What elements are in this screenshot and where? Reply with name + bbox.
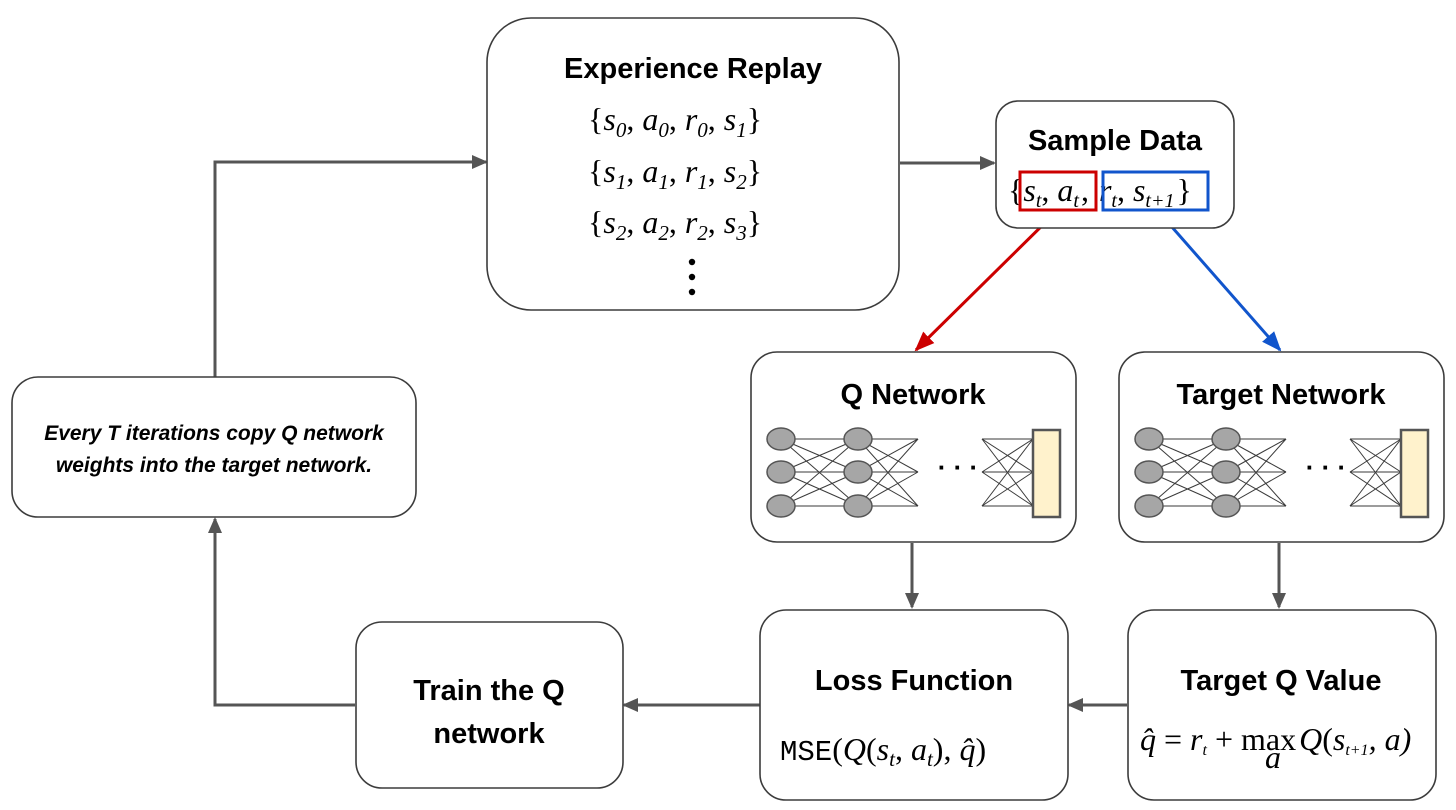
vertical-ellipsis-icon bbox=[688, 258, 696, 296]
copy-weights-box: Every T iterations copy Q network weight… bbox=[11, 376, 417, 518]
q-network-node bbox=[843, 460, 873, 484]
arrow-state-action-to-qnet bbox=[914, 208, 1060, 352]
q-network-edge bbox=[857, 438, 919, 507]
copy-note-line-1: Every T iterations copy Q network bbox=[44, 422, 385, 445]
arrow-note-to-replay bbox=[213, 155, 488, 377]
replay-tuple-row: {s2, a2, r2, s3} bbox=[588, 204, 762, 245]
connectors bbox=[208, 155, 1286, 712]
q-network-edge bbox=[981, 471, 1034, 507]
sample-data-box: Sample Data {st, at, rt, st+1} bbox=[995, 100, 1235, 229]
loss-function-title: Loss Function bbox=[815, 665, 1013, 697]
target-network-edge bbox=[1225, 438, 1287, 507]
q-network-output-layer bbox=[1031, 428, 1062, 519]
q-network-node bbox=[766, 427, 796, 451]
arrow-train-to-note bbox=[208, 517, 355, 707]
target-network-title: Target Network bbox=[1177, 379, 1387, 411]
copy-note-line-2: weights into the target network. bbox=[56, 454, 372, 477]
target-q-max-subscript: a bbox=[1265, 739, 1281, 775]
train-q-network-box: Train the Q network bbox=[355, 621, 624, 789]
train-line-1: Train the Q bbox=[413, 675, 564, 707]
loss-function-box: Loss Function MSE(Q(st, at), q̂) bbox=[759, 609, 1069, 801]
target-network-edge bbox=[1349, 438, 1402, 473]
target-network-edge bbox=[1148, 438, 1227, 507]
sample-data-frame bbox=[995, 100, 1235, 229]
q-network-graphic bbox=[766, 427, 1062, 519]
target-q-value-frame bbox=[1127, 609, 1437, 801]
replay-tuple-row: {s0, a0, r0, s1} bbox=[588, 101, 762, 142]
target-network-node bbox=[1211, 427, 1241, 451]
target-q-value-title: Target Q Value bbox=[1181, 665, 1382, 697]
target-network-node bbox=[1134, 427, 1164, 451]
target-network-edge bbox=[1349, 438, 1402, 507]
q-network-node bbox=[766, 460, 796, 484]
target-network-edge bbox=[1349, 471, 1402, 507]
target-network-node bbox=[1134, 494, 1164, 518]
target-network-node bbox=[1134, 460, 1164, 484]
target-q-value-box: Target Q Value q̂ = rt + maxQ(st+1, a) a bbox=[1127, 609, 1437, 801]
reward-next-state-highlight bbox=[1101, 170, 1210, 212]
target-network-graphic bbox=[1134, 427, 1430, 519]
q-network-edge bbox=[780, 438, 859, 507]
replay-tuple-row: {s1, a1, r1, s2} bbox=[588, 153, 762, 194]
q-network-node bbox=[843, 427, 873, 451]
arrow-reward-next-to-target bbox=[1155, 209, 1282, 352]
train-q-network-frame bbox=[355, 621, 624, 789]
loss-function-frame bbox=[759, 609, 1069, 801]
q-network-title: Q Network bbox=[840, 379, 986, 411]
copy-weights-frame bbox=[11, 376, 417, 518]
train-line-2: network bbox=[433, 718, 545, 750]
target-network-node bbox=[1211, 494, 1241, 518]
sample-data-title: Sample Data bbox=[1028, 125, 1203, 157]
target-q-formula: q̂ = rt + maxQ(st+1, a) bbox=[1140, 721, 1411, 759]
target-network-output-layer bbox=[1399, 428, 1430, 519]
q-network-edge bbox=[981, 438, 1034, 473]
target-network-node bbox=[1211, 460, 1241, 484]
q-network-box: Q Network · · · bbox=[750, 351, 1077, 543]
target-network-ellipsis: · · · bbox=[1306, 452, 1346, 482]
experience-replay-box: Experience Replay {s0, a0, r0, s1} {s1, a… bbox=[486, 17, 900, 311]
state-action-highlight bbox=[1018, 170, 1098, 212]
q-network-edge bbox=[981, 438, 1034, 507]
replay-rows: {s0, a0, r0, s1} {s1, a1, r1, s2} {s2, a2,… bbox=[588, 101, 762, 245]
experience-replay-title: Experience Replay bbox=[564, 53, 822, 85]
experience-replay-frame bbox=[486, 17, 900, 311]
q-network-ellipsis: · · · bbox=[938, 452, 978, 482]
target-network-box: Target Network · · · bbox=[1118, 351, 1445, 543]
q-network-node bbox=[843, 494, 873, 518]
loss-formula: MSE(Q(st, at), q̂) bbox=[780, 731, 986, 771]
q-network-node bbox=[766, 494, 796, 518]
